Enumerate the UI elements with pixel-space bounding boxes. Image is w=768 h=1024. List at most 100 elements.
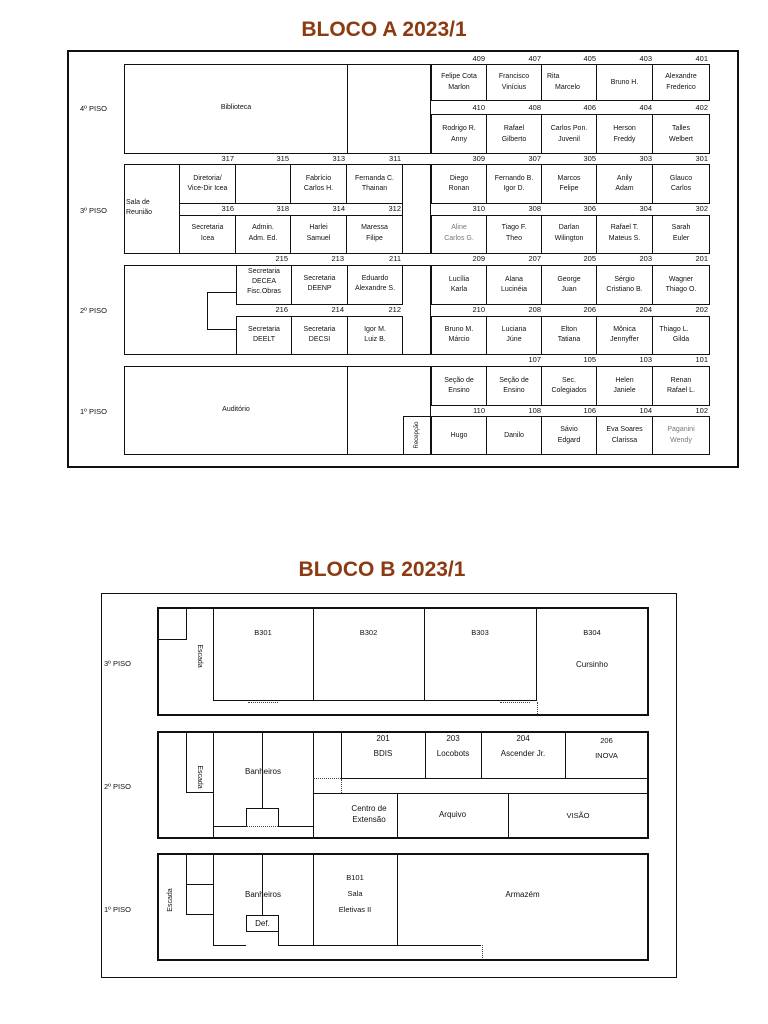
occupant-name: Tatiana <box>557 336 581 343</box>
room-label: Secretaria <box>248 326 280 333</box>
occupant-name: Ronan <box>448 185 470 192</box>
room-number: 401 <box>695 54 708 63</box>
occupant-name: George <box>557 276 581 283</box>
occupant-name: Fernando B. <box>494 175 534 182</box>
occupant-name: Alexandre S. <box>354 285 396 292</box>
wall-line <box>313 945 397 946</box>
occupant-name: Marcelo <box>555 84 580 91</box>
occupant-name: Rita <box>547 73 560 80</box>
door-opening <box>313 778 341 779</box>
room-106 <box>541 416 597 455</box>
room-label: DECEA <box>251 278 277 285</box>
room-number: 208 <box>528 305 541 314</box>
room-label: Adm. Ed. <box>248 235 278 242</box>
occupant-name: Lucinéia <box>500 286 528 293</box>
occupant-name: Talles <box>672 125 690 132</box>
room-number: 304 <box>639 204 652 213</box>
room-311 <box>346 164 403 204</box>
wall-line <box>213 945 246 946</box>
b-floor-2-outline <box>157 731 649 839</box>
room-number: 313 <box>332 154 345 163</box>
room-number: 104 <box>639 406 652 415</box>
occupant-name: Thiago O. <box>665 286 697 293</box>
wall-line <box>186 732 187 792</box>
wall-line <box>313 608 314 701</box>
room-317 <box>179 164 236 204</box>
room-number: 312 <box>388 204 401 213</box>
room-307 <box>486 164 542 204</box>
room-number: 317 <box>221 154 234 163</box>
bloco-a-floor-3: 3º PISO <box>80 206 107 215</box>
occupant-name: Welbert <box>669 136 693 143</box>
room-number: 207 <box>528 254 541 263</box>
room-301 <box>652 164 710 204</box>
room-407 <box>486 64 542 101</box>
occupant-name: Carlos H. <box>303 185 334 192</box>
room-205 <box>541 265 597 305</box>
wall-line <box>397 793 398 838</box>
wall-line <box>186 792 213 793</box>
room-label: Secretaria <box>191 224 224 231</box>
room-number: 204 <box>639 305 652 314</box>
room-404 <box>596 114 653 154</box>
room-label: INOVA <box>595 751 618 760</box>
room-label: Colegiados <box>551 387 587 394</box>
occupant-name: Euler <box>672 235 690 242</box>
occupant-name: Helen <box>615 377 634 384</box>
occupant-name: Filipe <box>366 235 383 242</box>
occupant-name: Janiele <box>613 387 636 394</box>
occupant-name: Mateus S. <box>608 235 641 242</box>
occupant-name: Elton <box>561 326 577 333</box>
room-313 <box>290 164 347 204</box>
room-label: VISÃO <box>566 811 590 820</box>
occupant-name: Frederico <box>666 84 696 91</box>
occupant-name: Juvenil <box>558 136 580 143</box>
escada-label: Escada <box>196 765 203 789</box>
room-label: Ensino <box>448 387 470 394</box>
def-room <box>246 915 279 932</box>
occupant-name: Karla <box>450 286 468 293</box>
room-label: DEELT <box>252 336 276 343</box>
escada-label: Escada <box>196 644 203 668</box>
room-number: 309 <box>472 154 485 163</box>
room-label: Seção de <box>444 377 474 384</box>
wall-line <box>213 700 536 701</box>
occupant-name: Darlan <box>558 224 580 231</box>
room-105 <box>486 366 542 406</box>
room-label: Diretoria/ <box>193 175 222 182</box>
occupant-name: Luiz B. <box>364 336 386 343</box>
wall-line <box>158 639 186 640</box>
occupant-name: Mônica <box>613 326 636 333</box>
occupant-name: Anny <box>451 136 467 143</box>
occupant-name: Tiago F. <box>501 224 527 231</box>
occupant-name: Freddy <box>613 136 636 143</box>
wall-line <box>186 608 187 640</box>
b-floor-3-outline <box>157 607 649 716</box>
room-number: 408 <box>528 103 541 112</box>
sala-reuniao-label: Sala de <box>126 199 150 206</box>
occupant-name: Felipe Cota <box>441 73 477 80</box>
wall-line <box>262 854 263 916</box>
occupant-name: Maressa <box>361 224 388 231</box>
banheiros-label: Banheiros <box>244 767 282 776</box>
room-label: Seção de <box>499 377 529 384</box>
room-label: DEENP <box>307 285 332 292</box>
wall-line <box>246 808 278 809</box>
occupant-name: Vinícius <box>501 84 527 91</box>
corridor-3 <box>402 164 431 254</box>
room-number: 214 <box>331 305 344 314</box>
banheiros-label: Banheiros <box>244 890 282 899</box>
room-label: Fisc.Obras <box>247 288 281 295</box>
room-number: 108 <box>528 406 541 415</box>
room-number: 405 <box>583 54 596 63</box>
occupant-name: Anily <box>616 175 633 182</box>
room-label: Arquivo <box>438 810 467 819</box>
room-410 <box>431 114 487 154</box>
room-number: 201 <box>695 254 708 263</box>
occupant-name: Bruno M. <box>444 326 474 333</box>
room-number: 409 <box>472 54 485 63</box>
sala-reuniao-label: Reunião <box>126 209 153 216</box>
room-102 <box>652 416 710 455</box>
room-number: 202 <box>695 305 708 314</box>
room-label: Icea <box>200 235 215 242</box>
